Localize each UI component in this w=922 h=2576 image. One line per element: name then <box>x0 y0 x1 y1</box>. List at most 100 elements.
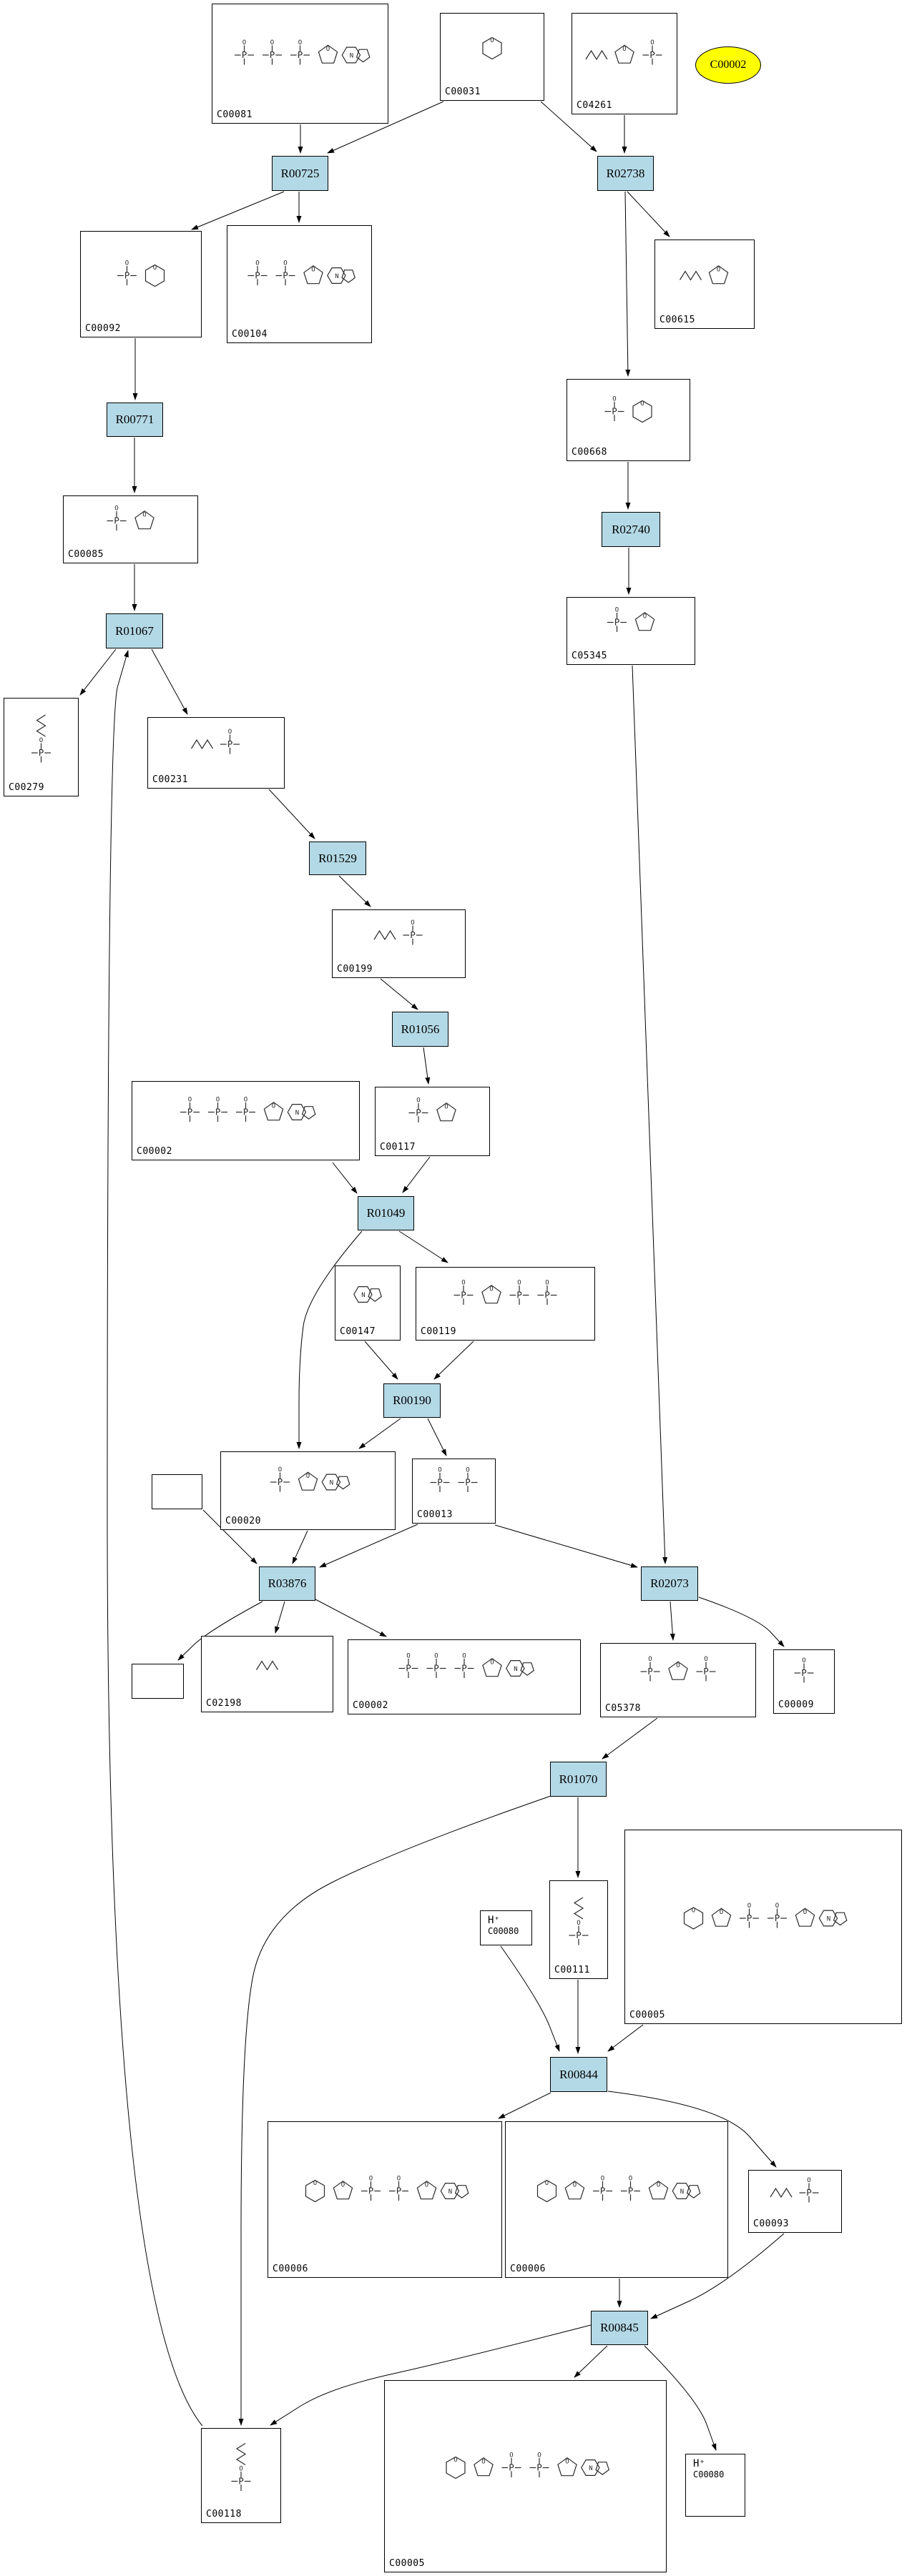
edge-R01049-C00119 <box>398 1230 448 1263</box>
svg-text:O: O <box>114 505 118 513</box>
structure-drawing: POO <box>117 260 165 287</box>
svg-text:O: O <box>216 1097 220 1104</box>
compound-label: C00117 <box>380 1142 416 1153</box>
svg-text:P: P <box>416 1107 421 1118</box>
reaction-box-R01056[interactable]: R01056 <box>392 1012 448 1047</box>
edge-R00190-C00013 <box>427 1418 447 1456</box>
svg-text:P: P <box>368 2186 374 2196</box>
compound-label: C00104 <box>232 329 268 340</box>
reaction-box-R00190[interactable]: R00190 <box>383 1383 441 1418</box>
edge-R00725-C00092 <box>191 191 285 230</box>
edge-R01529-C00199 <box>338 875 371 907</box>
svg-text:O: O <box>704 1656 707 1663</box>
empty-compound-box[interactable] <box>132 1664 184 1699</box>
svg-text:P: P <box>536 2462 542 2473</box>
edge-R03876-C00002b <box>315 1599 387 1637</box>
reaction-box-R01529[interactable]: R01529 <box>309 842 366 875</box>
edge-C00080a-R00844 <box>500 1945 560 2052</box>
structure-drawing: O <box>482 36 502 60</box>
svg-text:N: N <box>361 1292 365 1299</box>
reaction-box-R02738[interactable]: R02738 <box>597 156 654 191</box>
svg-text:O: O <box>369 2176 373 2183</box>
compound-box-C00147[interactable]: N C00147 <box>335 1265 401 1341</box>
reaction-box-R02740[interactable]: R02740 <box>602 512 660 547</box>
ion-box-C00080[interactable]: H⁺C00080 <box>480 1910 532 1945</box>
structure-drawing: PO <box>770 2177 819 2203</box>
edge-C05345-R02073 <box>632 665 668 1564</box>
svg-text:O: O <box>615 607 619 614</box>
edge-C00231-R01529 <box>268 789 315 839</box>
edge-R00844-C00006a <box>498 2092 551 2119</box>
svg-text:P: P <box>703 1666 709 1677</box>
svg-text:O: O <box>657 2182 660 2189</box>
reaction-box-R02073[interactable]: R02073 <box>641 1566 698 1601</box>
reaction-box-R00844[interactable]: R00844 <box>550 2057 607 2092</box>
empty-compound-box[interactable] <box>152 1474 202 1509</box>
reaction-box-R03876[interactable]: R03876 <box>259 1566 315 1601</box>
compound-label: C00147 <box>340 1326 376 1337</box>
svg-text:O: O <box>272 1103 275 1110</box>
edge-R01067-C00279 <box>79 648 117 696</box>
compound-box-C02198[interactable]: C02198 <box>201 1636 333 1712</box>
reaction-box-R00725[interactable]: R00725 <box>272 156 328 191</box>
reaction-box-R01070[interactable]: R01070 <box>550 1762 607 1797</box>
svg-text:O: O <box>629 2176 632 2183</box>
svg-text:N: N <box>335 273 338 280</box>
svg-text:N: N <box>827 1916 830 1923</box>
structure-drawing: PO <box>794 1657 814 1683</box>
reaction-box-R01049[interactable]: R01049 <box>358 1196 414 1230</box>
svg-text:O: O <box>612 396 616 403</box>
svg-text:O: O <box>453 2457 457 2464</box>
svg-text:O: O <box>803 1909 807 1916</box>
compound-label: C00005 <box>629 2010 665 2020</box>
svg-text:O: O <box>676 1662 680 1669</box>
svg-text:O: O <box>313 2180 317 2187</box>
reaction-box-R00771[interactable]: R00771 <box>107 403 163 437</box>
highlighted-compound-C00002[interactable]: C00002 <box>695 46 761 84</box>
structure-drawing: N <box>353 1286 383 1303</box>
compound-label: C00119 <box>421 1326 456 1337</box>
svg-text:O: O <box>545 2180 549 2187</box>
ion-box-C00080[interactable]: H⁺C00080 <box>685 2454 745 2517</box>
reaction-box-R00845[interactable]: R00845 <box>591 2311 648 2345</box>
edge-R01049-C00020 <box>296 1230 363 1449</box>
svg-text:P: P <box>806 2187 812 2198</box>
svg-text:N: N <box>589 2465 592 2472</box>
reaction-box-R01067[interactable]: R01067 <box>106 613 163 648</box>
svg-text:O: O <box>577 1920 580 1927</box>
svg-text:O: O <box>434 1653 438 1660</box>
compound-label: C00009 <box>778 1699 814 1710</box>
